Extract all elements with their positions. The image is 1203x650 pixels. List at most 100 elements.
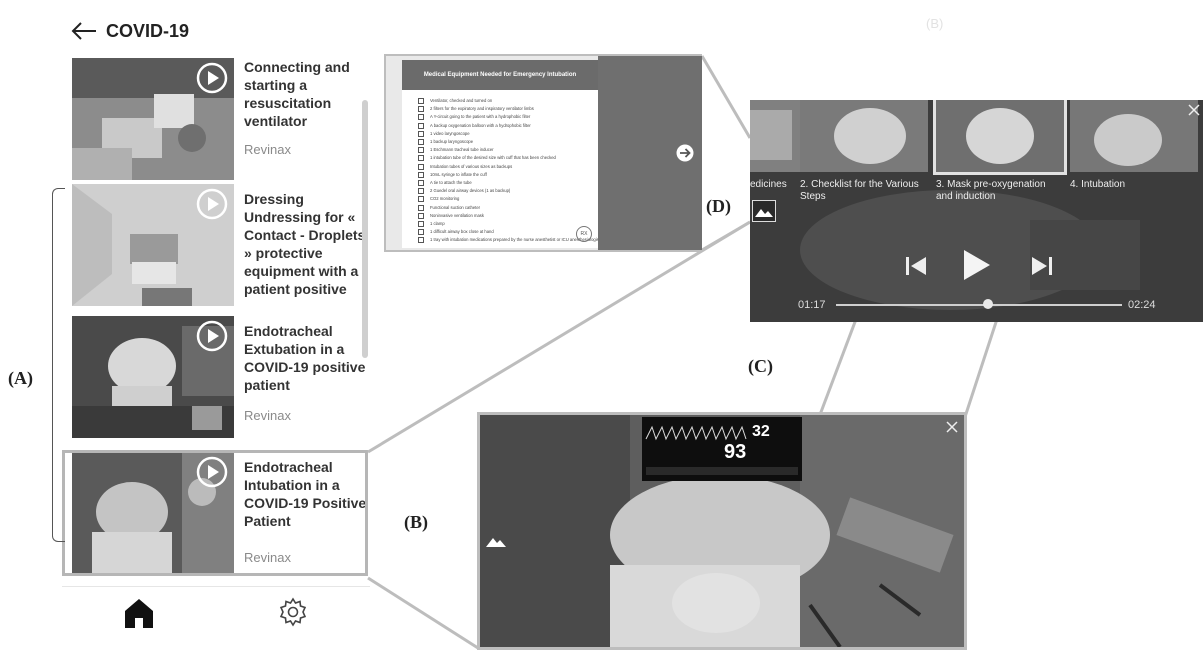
checkbox[interactable] — [418, 229, 424, 236]
checklist-item: A Y-circuit going to the patient with a … — [418, 114, 530, 121]
checklist-item: Noninvasive ventilation mask — [418, 212, 484, 219]
skip-previous-icon[interactable] — [904, 254, 928, 278]
checklist-item-label: Functional suction catheter — [430, 204, 481, 210]
checklist-item-label: 2 filters for the expiratory and inspira… — [430, 106, 534, 112]
label-d: (D) — [706, 196, 731, 216]
checklist-item: 1 Eschmann tracheal tube inducer — [418, 147, 494, 154]
checklist-item: A tie to attach the tube — [418, 180, 472, 186]
list-item[interactable]: Connecting and starting a resuscitation … — [62, 54, 362, 184]
video-source: Revinax — [244, 408, 291, 423]
checklist-item-label: A backup oxygenation balloon with a hydr… — [430, 122, 531, 128]
next-arrow-icon[interactable] — [676, 144, 694, 162]
image-icon[interactable] — [484, 529, 508, 551]
chapter-item[interactable]: 4. Intubation — [1070, 100, 1198, 190]
chapter-label: edicines — [750, 179, 787, 190]
checklist-item-label: 1 difficult airway box close at hand — [430, 229, 494, 235]
checkbox[interactable] — [418, 212, 424, 219]
checklist-item: Ventilator, checked and turned on — [418, 98, 492, 104]
checkbox[interactable] — [418, 122, 424, 129]
home-icon[interactable] — [122, 597, 156, 629]
timeline-track[interactable] — [836, 304, 1122, 306]
video-thumbnail[interactable] — [72, 316, 234, 438]
page-title: COVID-19 — [106, 21, 190, 41]
play-icon[interactable] — [962, 248, 992, 282]
checkbox[interactable] — [418, 155, 424, 162]
chapter-item[interactable]: 2. Checklist for the Various Steps — [800, 100, 928, 202]
checklist-item: 2 Guedel oral airway devices (1 as backu… — [418, 188, 511, 195]
checkbox[interactable] — [418, 204, 424, 211]
chapter-item[interactable]: edicines — [750, 100, 800, 190]
list-item[interactable]: Dressing Undressing for « Contact - Drop… — [62, 184, 365, 316]
checklist-item-label: 2 Guedel oral airway devices (1 as backu… — [430, 188, 511, 194]
checklist-item-label: 10mL syringe to inflate the cuff — [430, 171, 487, 177]
checklist-item-label: 1 Eschmann tracheal tube inducer — [430, 147, 494, 153]
total-time: 02:24 — [1128, 299, 1156, 311]
video-source: Revinax — [244, 550, 291, 565]
chapter-label: 4. Intubation — [1070, 179, 1126, 190]
timeline-knob[interactable] — [982, 299, 993, 309]
video-title[interactable]: Dressing Undressing for « Contact - Drop… — [244, 191, 366, 297]
video-title[interactable]: Endotracheal Extubation in a COVID-19 po… — [244, 323, 366, 393]
video-thumbnail[interactable] — [72, 452, 234, 574]
label-b: (B) — [404, 512, 428, 532]
skip-next-icon[interactable] — [1030, 254, 1054, 278]
checkbox[interactable] — [418, 180, 424, 186]
chapter-label: 3. Mask pre-oxygenation and induction — [936, 179, 1046, 202]
checklist-item: 1 tray with intubation medications prepa… — [418, 237, 600, 244]
image-icon[interactable] — [752, 200, 776, 222]
checklist-item: CO2 monitoring — [418, 196, 460, 203]
checklist-item: 1 backup laryngoscope — [418, 139, 473, 145]
monitor-value-small: 32 — [752, 423, 770, 440]
panel-a-bracket — [52, 188, 65, 542]
play-icon[interactable] — [196, 62, 228, 94]
current-time: 01:17 — [798, 299, 826, 311]
vital-monitor: 32 93 — [642, 417, 802, 481]
checkbox[interactable] — [418, 139, 424, 145]
close-icon[interactable] — [946, 421, 958, 433]
checklist-document: Medical Equipment Needed for Emergency I… — [402, 60, 600, 248]
play-icon[interactable] — [196, 320, 228, 352]
video-thumbnail[interactable] — [72, 184, 234, 306]
close-icon[interactable] — [1188, 104, 1200, 116]
checkbox[interactable] — [418, 98, 424, 104]
watermark: (B) — [926, 16, 944, 31]
checklist-item-label: 1 intubation tube of the desired size wi… — [430, 155, 556, 161]
checkbox[interactable] — [418, 171, 424, 178]
checkbox[interactable] — [418, 221, 424, 227]
checkbox[interactable] — [418, 130, 424, 137]
play-icon[interactable] — [196, 188, 228, 220]
checkbox[interactable] — [418, 106, 424, 113]
checklist-item: Intubation tubes of various sizes as bac… — [418, 163, 513, 170]
checklist-item-label: Intubation tubes of various sizes as bac… — [430, 163, 513, 169]
video-title[interactable]: Connecting and starting a resuscitation … — [244, 59, 350, 129]
chapter-item[interactable]: 3. Mask pre-oxygenation and induction — [933, 100, 1067, 202]
video-thumbnail[interactable] — [72, 58, 234, 180]
video-player: edicines 2. Checklist for the Various St… — [750, 100, 1203, 322]
checkbox[interactable] — [418, 237, 424, 244]
label-a: (A) — [8, 368, 33, 388]
checklist-item-label: Ventilator, checked and turned on — [430, 98, 493, 104]
checklist-item-label: 1 tray with intubation medications prepa… — [430, 237, 600, 243]
checklist-panel: Medical Equipment Needed for Emergency I… — [384, 54, 702, 252]
back-arrow-icon[interactable] — [70, 20, 98, 42]
checklist-item-label: 1 video laryngoscope — [430, 130, 470, 136]
scrollbar[interactable] — [362, 100, 368, 358]
play-icon[interactable] — [196, 456, 228, 488]
checklist-item-label: CO2 monitoring — [430, 196, 460, 202]
list-item[interactable]: Endotracheal Intubation in a COVID-19 Po… — [62, 450, 366, 580]
video-source: Revinax — [244, 142, 291, 157]
checkbox[interactable] — [418, 196, 424, 203]
video-title[interactable]: Endotracheal Intubation in a COVID-19 Po… — [244, 459, 367, 529]
checklist-item-label: A tie to attach the tube — [430, 180, 472, 186]
checklist-item: A backup oxygenation balloon with a hydr… — [418, 122, 531, 129]
checklist-item: Functional suction catheter — [418, 204, 481, 211]
checkbox[interactable] — [418, 188, 424, 195]
checklist-item-label: 1 backup laryngoscope — [430, 139, 474, 145]
checkbox[interactable] — [418, 147, 424, 154]
bottom-nav — [62, 586, 370, 639]
checkbox[interactable] — [418, 114, 424, 121]
list-item[interactable]: Endotracheal Extubation in a COVID-19 po… — [62, 316, 365, 446]
checklist-item: 10mL syringe to inflate the cuff — [418, 171, 487, 178]
gear-icon[interactable] — [278, 597, 308, 627]
checkbox[interactable] — [418, 163, 424, 170]
